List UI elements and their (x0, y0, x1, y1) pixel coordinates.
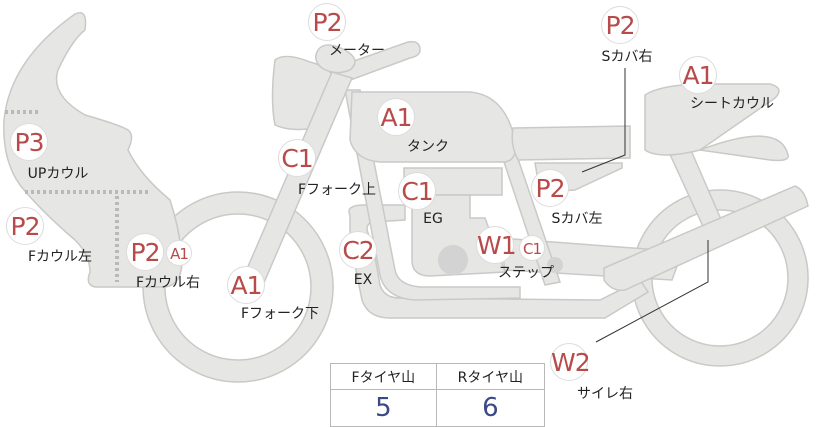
label-tank: タンク (407, 139, 449, 155)
leader-line-muffler-right (595, 240, 709, 343)
meter (315, 44, 356, 74)
label-exhaust: EX (353, 272, 373, 288)
rear-tire-value: 6 (435, 389, 546, 427)
label-meter: メーター (329, 43, 385, 59)
grade-badge-front-fork-upper[interactable]: C1 (278, 139, 316, 177)
grade-badge-seat-cowl[interactable]: A1 (679, 56, 717, 94)
label-s-cover-right: Sカバ右 (601, 49, 653, 65)
label-s-cover-left: Sカバ左 (551, 211, 603, 227)
grade-badge-muffler-right[interactable]: W2 (550, 343, 591, 381)
front-tire-header: Fタイヤ山 (330, 363, 437, 390)
label-front-fork-upper: Fフォーク上 (297, 182, 377, 198)
grade-badge-tank[interactable]: A1 (377, 98, 415, 136)
label-front-fork-lower: Fフォーク下 (240, 306, 320, 322)
grade-badge-meter[interactable]: P2 (308, 3, 346, 41)
grade-badge-engine[interactable]: C1 (398, 172, 436, 210)
rear-tire-header: Rタイヤ山 (435, 363, 546, 390)
frame-down-tube (344, 89, 521, 301)
grade-badge-s-cover-right[interactable]: P2 (601, 6, 639, 44)
footpeg (547, 257, 563, 273)
leader-line-s-cover-right (581, 68, 626, 173)
grade-badge-s-cover-left[interactable]: P2 (531, 169, 569, 207)
front-tire-value: 5 (330, 389, 437, 427)
engine-cover (438, 245, 468, 275)
tire-tread-table: Fタイヤ山 Rタイヤ山 5 6 (330, 363, 546, 427)
label-muffler-right: サイレ右 (577, 386, 633, 402)
grade-badge-front-cowl-right-secondary[interactable]: A1 (166, 240, 192, 266)
grade-badge-upper-cowl[interactable]: P3 (10, 123, 48, 161)
grade-badge-front-cowl-right[interactable]: P2 (126, 233, 164, 271)
label-upper-cowl: UPカウル (27, 166, 89, 182)
grade-badge-step-secondary[interactable]: C1 (519, 235, 545, 261)
grade-badge-front-fork-lower[interactable]: A1 (227, 266, 265, 304)
label-front-cowl-right: Fカウル右 (135, 275, 201, 291)
rear-wheel (631, 189, 809, 367)
muffler (603, 185, 809, 292)
grade-badge-front-cowl-left[interactable]: P2 (6, 207, 44, 245)
label-step: ステップ (498, 265, 554, 281)
label-engine: EG (423, 211, 443, 227)
label-seat-cowl: シートカウル (690, 96, 774, 112)
grade-badge-exhaust[interactable]: C2 (339, 231, 377, 269)
grade-badge-step[interactable]: W1 (476, 226, 517, 264)
label-front-cowl-left: Fカウル左 (27, 249, 93, 265)
seat (511, 125, 631, 161)
